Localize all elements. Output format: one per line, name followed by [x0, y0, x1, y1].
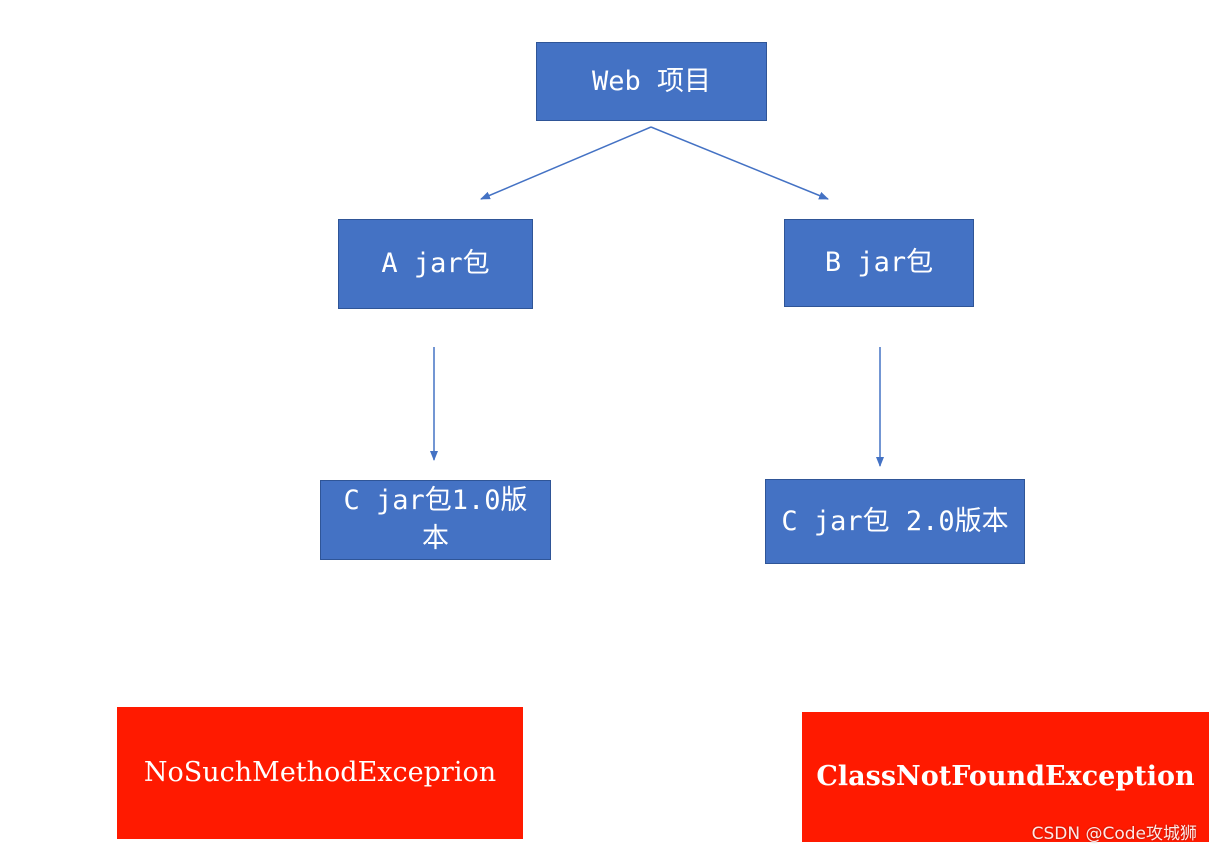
node-a-jar-label: A jar包 [381, 248, 490, 279]
edge-web-to-a-jar [480, 126, 652, 200]
error-class-not-found: ClassNotFoundException [802, 712, 1209, 842]
error-no-such-method-label: NoSuchMethodExceprion [143, 757, 497, 788]
error-no-such-method: NoSuchMethodExceprion [117, 707, 523, 839]
node-c-jar-v2: C jar包 2.0版本 [765, 479, 1025, 564]
node-c-jar-v1-label: C jar包1.0版本 [343, 485, 528, 554]
node-b-jar: B jar包 [784, 219, 974, 307]
node-web-project-label: Web 项目 [591, 65, 712, 97]
node-web-project: Web 项目 [536, 42, 767, 121]
node-c-jar-v1: C jar包1.0版本 [320, 480, 551, 560]
error-class-not-found-label: ClassNotFoundException [816, 761, 1195, 792]
node-b-jar-label: B jar包 [824, 247, 934, 278]
node-c-jar-v2-label: C jar包 2.0版本 [781, 505, 1009, 537]
watermark: CSDN @Code攻城狮 [1031, 824, 1197, 844]
edge-web-to-b-jar [650, 126, 829, 200]
node-a-jar: A jar包 [338, 219, 533, 309]
